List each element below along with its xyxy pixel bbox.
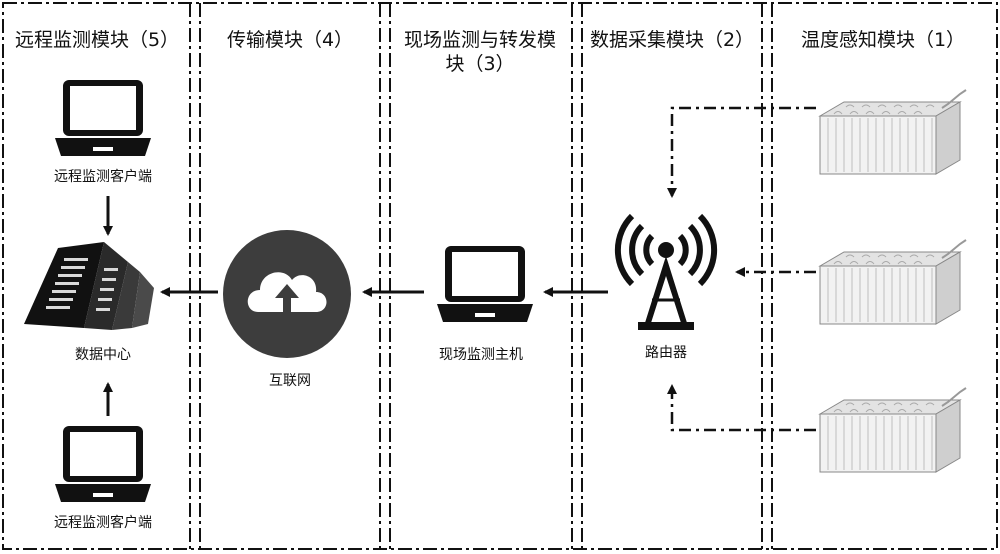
battery-pack-2-icon (819, 239, 967, 325)
module-title-remote-monitoring: 远程监测模块（5） (14, 29, 180, 51)
client-top-laptop-icon (55, 80, 151, 156)
module-title-site-monitoring: 现场监测与转发模块（3） (403, 29, 556, 75)
data-center-icon (24, 242, 154, 330)
module-title-transmission: 传输模块（4） (226, 29, 354, 51)
arrow-battery3-to-router (667, 384, 816, 432)
label-site-host: 现场监测主机 (439, 347, 523, 363)
client-bottom-laptop-icon (55, 426, 151, 502)
module-title-temperature-sensing: 温度感知模块（1） (800, 29, 966, 51)
battery-pack-3-icon (819, 387, 967, 473)
label-data-center: 数据中心 (75, 347, 131, 363)
router-icon (614, 213, 718, 330)
module-title-data-acquisition: 数据采集模块（2） (589, 29, 755, 51)
battery-pack-1-icon (819, 89, 967, 175)
site-host-laptop-icon (437, 246, 533, 322)
internet-cloud-icon (223, 230, 351, 358)
label-client-top: 远程监测客户端 (54, 169, 152, 185)
label-router: 路由器 (645, 345, 687, 361)
label-client-bottom: 远程监测客户端 (54, 515, 152, 531)
label-internet: 互联网 (269, 373, 311, 389)
arrow-battery1-to-router (667, 106, 816, 198)
